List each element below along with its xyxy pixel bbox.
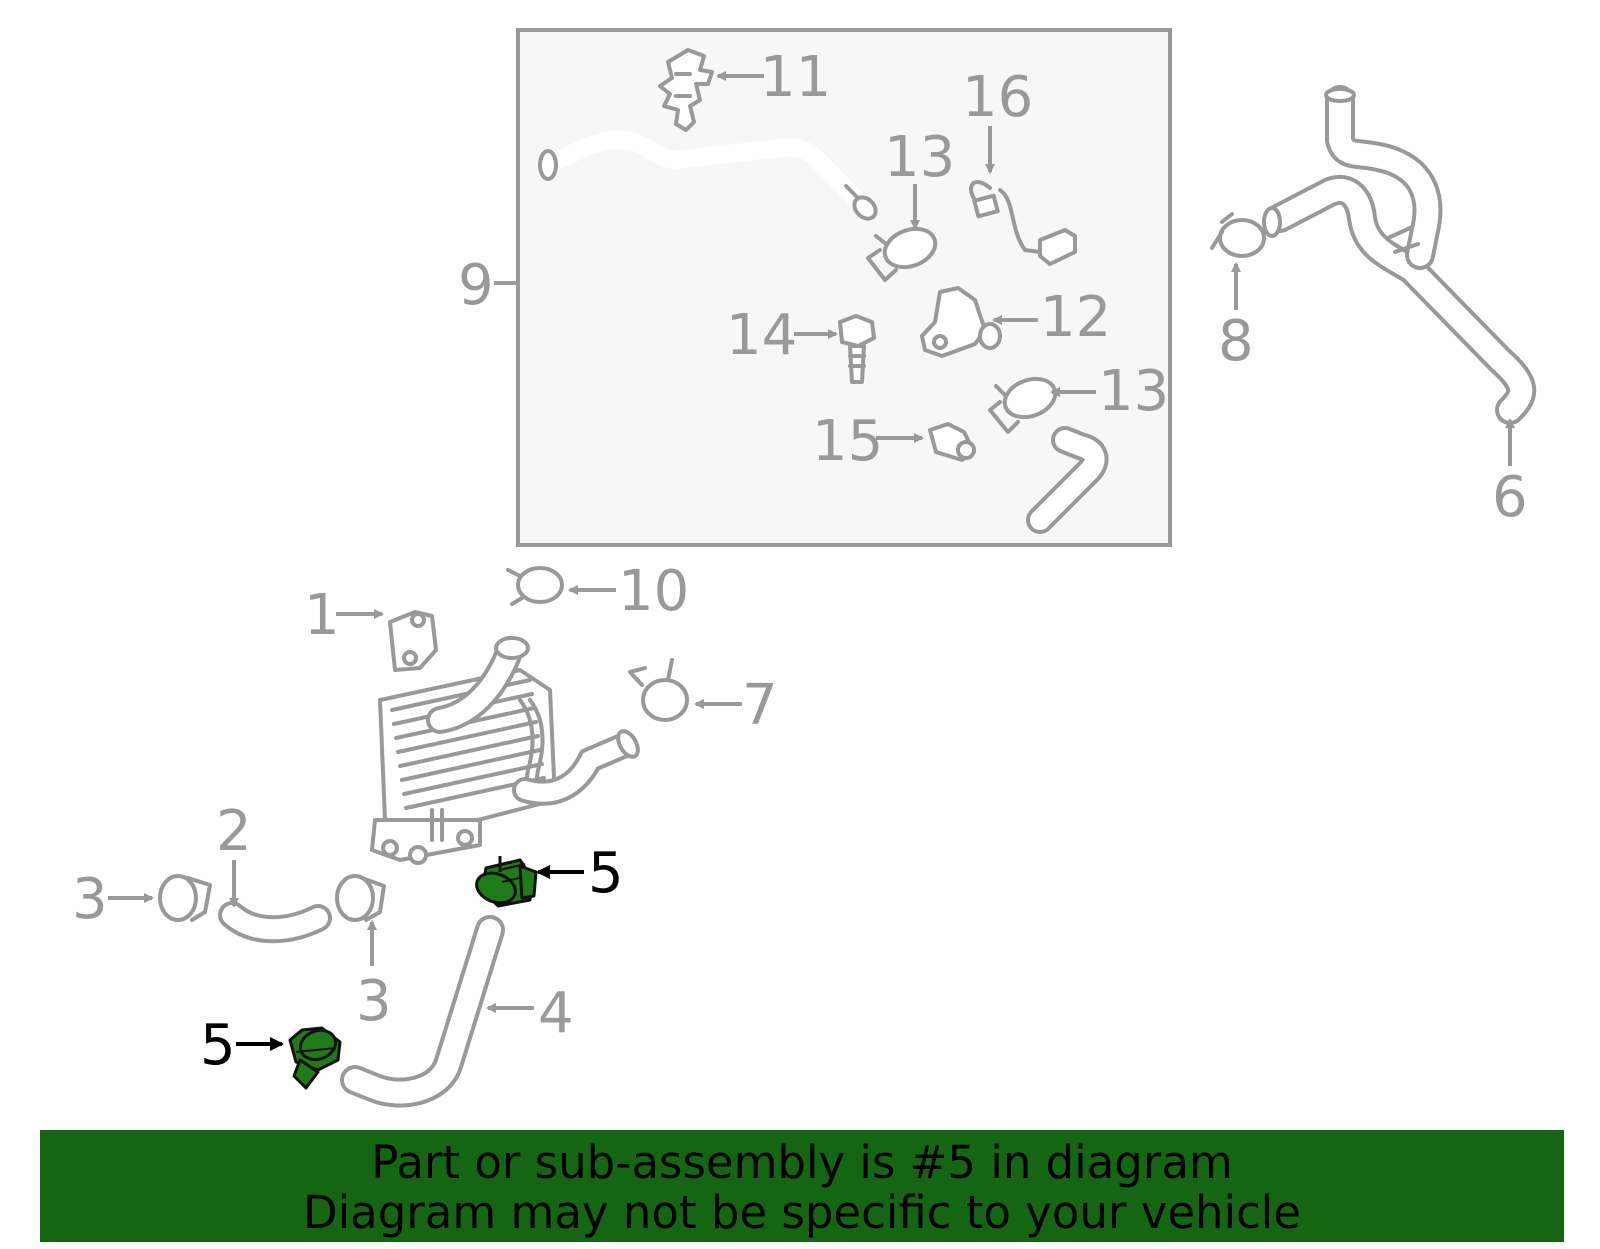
part-2-hose [218,901,332,944]
info-banner: Part or sub-assembly is #5 in diagram Di… [40,1130,1564,1242]
part-5-clamp-upper [475,856,538,908]
part-3-clamp-right [335,874,386,922]
callout-6: 6 [1492,465,1528,530]
part-6-hose [1262,85,1537,425]
part-11-bracket [658,48,714,132]
callout-9: 9 [458,253,494,318]
part-13-clamp-lower [988,376,1058,434]
part-9-lower-hose [1026,426,1109,534]
part-3-clamp-left [158,874,212,922]
banner-line-2: Diagram may not be specific to your vehi… [303,1186,1301,1239]
part-12-sensor [920,286,1002,358]
callout-16: 16 [962,65,1033,130]
callout-7: 7 [742,673,778,738]
callout-3-right: 3 [356,969,392,1034]
banner-line-1: Part or sub-assembly is #5 in diagram [371,1136,1233,1189]
callout-14: 14 [726,303,797,368]
part-15-sensor [928,422,976,462]
part-1-oil-cooler [370,610,640,865]
part-8-clamp [1210,212,1266,258]
callout-11: 11 [760,45,831,110]
callout-2: 2 [216,799,252,864]
inset-box [516,28,1172,547]
callout-arrows [108,71,1515,1051]
part-5-clamp-lower [288,1026,342,1090]
part-10-clamp [506,566,564,606]
callout-5-upper: 5 [588,841,624,906]
part-13-clamp-upper [866,226,938,282]
part-4-hose [340,915,505,1108]
callout-8: 8 [1218,309,1254,374]
callout-13-upper: 13 [884,125,955,190]
callout-4: 4 [538,981,574,1046]
callout-15: 15 [812,409,883,474]
part-16-sensor [969,180,1077,266]
callout-1: 1 [304,583,340,648]
callout-5-lower: 5 [200,1013,236,1078]
callout-12: 12 [1040,285,1111,350]
callout-3-left: 3 [72,867,108,932]
callout-10: 10 [618,559,689,624]
part-14-bolt [838,314,876,384]
part-7-clamp [628,658,689,722]
callout-13-lower: 13 [1098,359,1169,424]
part-9-upper-hose [538,130,878,221]
